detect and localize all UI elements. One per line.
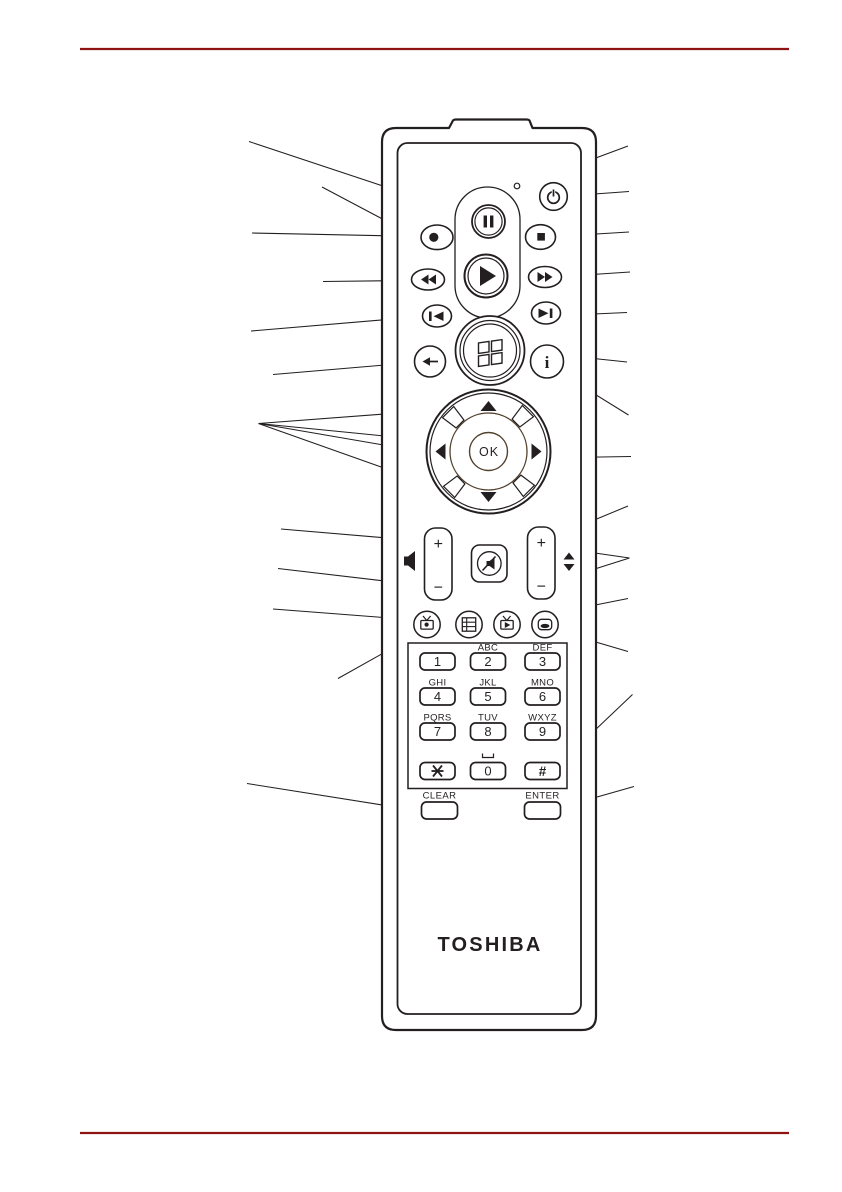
guide-icon bbox=[461, 617, 477, 632]
info-button: i bbox=[529, 344, 565, 379]
dvd-menu-icon bbox=[537, 618, 553, 631]
channel-plus-label: + bbox=[537, 535, 546, 552]
power-button bbox=[538, 181, 569, 212]
key-3-digit: 3 bbox=[539, 654, 546, 669]
rewind-icon bbox=[421, 274, 436, 285]
volume-rocker: + − bbox=[404, 527, 453, 601]
keypad-frame bbox=[407, 642, 568, 790]
key-9-letters: WXYZ bbox=[528, 713, 557, 724]
live-tv-button bbox=[493, 610, 521, 639]
key-9 bbox=[524, 722, 561, 741]
guide-button bbox=[455, 610, 483, 639]
fast-forward-button bbox=[527, 265, 563, 289]
dpad-down-icon bbox=[480, 492, 497, 502]
dpad-left-icon bbox=[435, 443, 446, 460]
dvd-menu-button bbox=[531, 610, 559, 639]
key-1-digit: 1 bbox=[434, 654, 441, 669]
key-9-digit: 9 bbox=[539, 724, 546, 739]
play-button bbox=[463, 253, 509, 299]
live-tv-icon bbox=[500, 615, 514, 630]
remote-control: i OK + − bbox=[380, 118, 598, 1032]
dpad-right-icon bbox=[531, 443, 542, 460]
brand-logo: TOSHIBA bbox=[437, 934, 542, 956]
windows-start-button bbox=[454, 315, 526, 386]
enter-label: ENTER bbox=[525, 791, 559, 802]
skip-back-button bbox=[421, 304, 453, 328]
key-2 bbox=[469, 652, 507, 671]
key-2-letters: ABC bbox=[478, 643, 498, 654]
key-8-letters: TUV bbox=[478, 713, 498, 724]
skip-forward-icon bbox=[538, 308, 553, 318]
key-3-letters: DEF bbox=[533, 643, 553, 654]
key-2-digit: 2 bbox=[484, 654, 491, 669]
clear-label: CLEAR bbox=[423, 791, 457, 802]
power-icon bbox=[546, 189, 561, 205]
recorded-tv-button bbox=[413, 610, 441, 639]
mute-icon bbox=[481, 555, 497, 572]
key-hash bbox=[524, 761, 561, 781]
key-4-letters: GHI bbox=[429, 678, 447, 689]
channel-rocker: + − bbox=[526, 526, 575, 600]
key-7 bbox=[419, 722, 456, 741]
volume-minus-label: − bbox=[434, 580, 443, 597]
key-8-digit: 8 bbox=[484, 724, 491, 739]
key-8 bbox=[469, 722, 507, 741]
ok-button: OK bbox=[468, 431, 509, 472]
key-6-digit: 6 bbox=[539, 689, 546, 704]
ok-label: OK bbox=[479, 445, 499, 459]
channel-arrows-icon bbox=[563, 552, 575, 571]
key-7-letters: PQRS bbox=[423, 713, 451, 724]
dpad: OK bbox=[425, 388, 552, 515]
play-icon bbox=[480, 266, 496, 286]
volume-speaker-icon bbox=[404, 551, 415, 571]
key-7-digit: 7 bbox=[434, 724, 441, 739]
key-4 bbox=[419, 687, 456, 706]
remote-face-outline bbox=[396, 142, 582, 1015]
recorded-tv-icon bbox=[420, 615, 434, 630]
skip-forward-button bbox=[530, 301, 562, 325]
key-6 bbox=[524, 687, 561, 706]
dpad-separator bbox=[511, 404, 535, 428]
led-indicator bbox=[513, 182, 521, 190]
hash-icon: # bbox=[539, 764, 547, 779]
stop-icon bbox=[537, 233, 545, 241]
key-5-letters: JKL bbox=[479, 678, 496, 689]
star-icon bbox=[431, 764, 444, 778]
key-5 bbox=[469, 687, 507, 706]
volume-plus-label: + bbox=[434, 536, 443, 553]
dpad-up-icon bbox=[480, 401, 497, 411]
back-button bbox=[413, 345, 447, 378]
keypad: ABC DEF 1 2 3 GHI JKL MNO 4 5 6 PQRS TUV… bbox=[407, 642, 568, 790]
space-icon bbox=[481, 753, 495, 759]
back-arrow-icon bbox=[422, 357, 438, 366]
rewind-button bbox=[410, 268, 446, 291]
key-4-digit: 4 bbox=[434, 689, 441, 704]
fast-forward-icon bbox=[537, 272, 553, 282]
skip-back-icon bbox=[429, 311, 444, 321]
clear-button bbox=[420, 801, 459, 820]
key-5-digit: 5 bbox=[484, 689, 491, 704]
key-0-digit: 0 bbox=[484, 764, 491, 779]
windows-flag-icon bbox=[477, 338, 503, 368]
key-0 bbox=[469, 761, 507, 781]
pause-button bbox=[471, 204, 506, 239]
key-3 bbox=[524, 652, 561, 671]
mute-button bbox=[470, 544, 508, 583]
stop-button bbox=[524, 223, 557, 251]
key-1 bbox=[419, 652, 456, 671]
key-6-letters: MNO bbox=[531, 678, 554, 689]
record-button bbox=[420, 224, 454, 251]
record-icon bbox=[429, 232, 439, 242]
enter-button bbox=[523, 801, 562, 820]
pause-icon bbox=[483, 215, 494, 228]
channel-minus-label: − bbox=[537, 579, 546, 596]
info-icon: i bbox=[545, 353, 550, 372]
